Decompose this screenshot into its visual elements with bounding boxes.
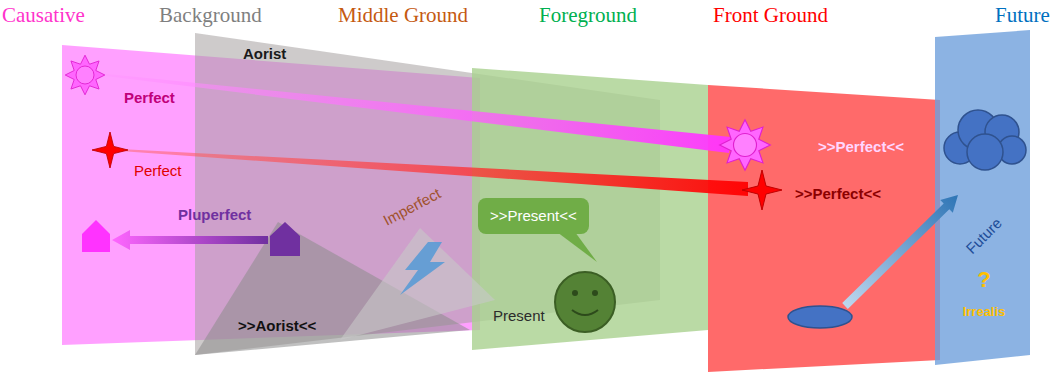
panel-heading: Front Ground [713,3,828,28]
star-symbol [742,170,782,210]
tense-label: >>Perfect<< [795,185,881,203]
pluperfect-arrow [112,230,268,250]
sun-symbol [720,120,771,171]
star-symbol [92,132,128,168]
panel-shape [708,85,940,372]
tense-label: >>Aorist<< [238,317,316,335]
future-arrow [842,195,958,309]
mountain [340,228,495,340]
smiley-face [555,272,615,332]
ellipse-symbol [788,306,852,328]
lightning-symbol [400,242,445,295]
cloud-symbol [944,110,1026,170]
tense-label: ? [977,267,990,293]
perfect-beam [120,149,748,196]
tense-label: Perfect [134,162,182,180]
bubble-tail [557,232,597,262]
tense-label: Pluperfect [178,206,251,224]
tense-label: >>Present<< [490,207,577,225]
bubble-body [478,198,589,234]
perfect-beam [97,73,731,153]
ground-panel: Front Ground>>Perfect<<>>Perfect<< [708,85,940,372]
house-symbol [270,222,300,256]
panel-heading: Background [159,3,262,28]
sun-symbol [65,55,105,95]
ground-panel: FutureFuture?Irrealis [935,30,1030,365]
speech-bubble: >>Present<< [478,198,589,234]
tense-label: Perfect [124,89,175,107]
tense-label: Irrealis [963,304,1006,320]
tense-label: Present [493,307,545,325]
panel-heading: Middle Ground [338,3,468,28]
panel-heading: Future [995,3,1050,28]
ground-panel: ForegroundPresent>>Present<< [472,68,708,350]
mountain [195,222,470,355]
house-symbol [82,220,110,252]
panel-fill [472,68,708,350]
panel-fill [708,85,940,372]
panel-heading: Causative [2,3,85,28]
tense-label: >>Perfect<< [818,138,904,156]
tense-label: Aorist [243,45,286,63]
panel-fill [935,30,1030,365]
panel-heading: Foreground [539,3,637,28]
